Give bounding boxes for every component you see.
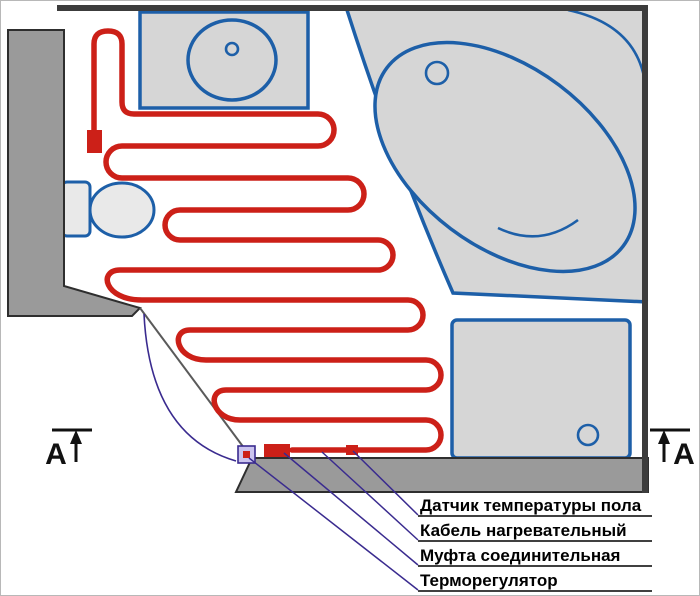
callout-leaders xyxy=(248,450,419,591)
shower-tray-outline xyxy=(450,318,632,460)
section-marker-right-label: A xyxy=(673,438,695,471)
bathtub-faucet-icon xyxy=(424,60,450,86)
section-marker-right-arrow-icon xyxy=(658,430,670,444)
section-marker-left: A xyxy=(45,428,92,471)
thermostat-indicator xyxy=(243,451,250,458)
bathtub-bowl xyxy=(373,40,637,274)
washbasin-counter xyxy=(138,10,310,110)
toilet-tank xyxy=(60,180,92,238)
door-swing-arc xyxy=(143,313,237,462)
bathtub-inner-curve xyxy=(497,218,579,238)
leader-sensor xyxy=(352,450,419,516)
callout-label-cable: Кабель нагревательный xyxy=(420,521,627,540)
corner-bathtub xyxy=(345,8,649,304)
leader-cable xyxy=(321,451,419,541)
callout-label-coupling: Муфта соединительная xyxy=(420,546,620,565)
toilet-bowl xyxy=(88,181,156,239)
door xyxy=(139,307,251,462)
heating-cable-path xyxy=(91,28,444,453)
leader-coupling xyxy=(283,452,419,566)
callout-label-sensor: Датчик температуры пола xyxy=(420,496,642,515)
door-opening-edge xyxy=(139,307,251,457)
washbasin xyxy=(138,10,310,110)
callout-labels: Датчик температуры пола Кабель нагревате… xyxy=(418,496,652,592)
coupling-sleeve xyxy=(264,444,290,457)
shower-tray xyxy=(450,318,632,460)
washbasin-drain-icon xyxy=(224,41,240,57)
cable-cold-end-terminal xyxy=(87,130,102,153)
floor-temperature-sensor xyxy=(346,445,358,455)
bottom-wall xyxy=(234,457,649,493)
callout-label-thermostat: Терморегулятор xyxy=(420,571,558,590)
leader-thermostat xyxy=(248,457,419,591)
shower-drain-icon xyxy=(576,423,600,447)
section-marker-left-arrow-icon xyxy=(70,430,82,444)
washbasin-bowl xyxy=(186,18,278,102)
section-marker-left-label: A xyxy=(45,438,67,471)
top-right-wall xyxy=(57,5,648,493)
toilet xyxy=(60,180,156,239)
section-marker-right: A xyxy=(650,428,695,471)
